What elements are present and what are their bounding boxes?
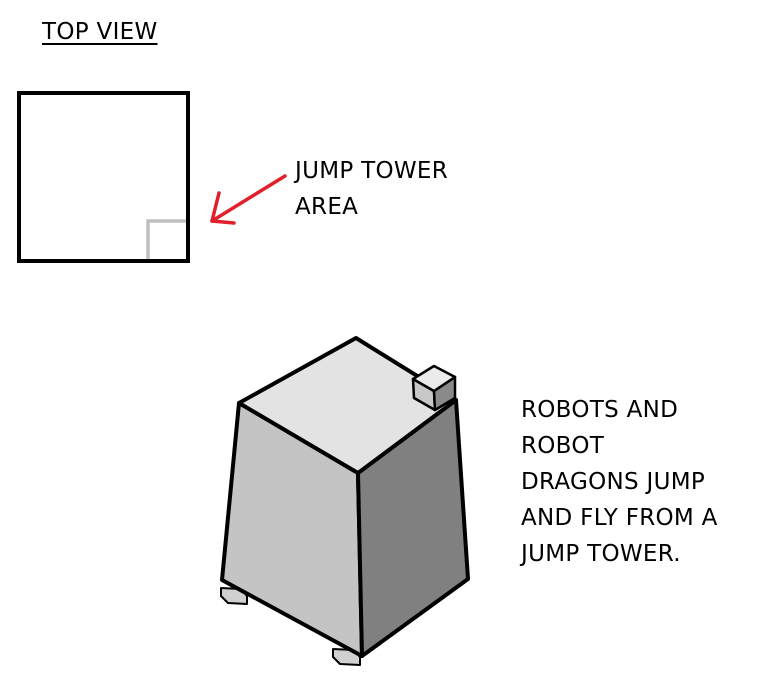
jump-tower-3d: [220, 336, 470, 666]
top-view-title: TOP VIEW: [42, 19, 158, 45]
tower-top-face: [237, 336, 458, 475]
note-line: ROBOTS AND: [521, 397, 679, 423]
note-line: DRAGONS JUMP: [521, 469, 706, 495]
cube-top-face: [411, 364, 457, 393]
note-line: AND FLY FROM A: [521, 505, 718, 531]
label-line: AREA: [295, 194, 359, 220]
note-line: ROBOT: [521, 433, 605, 459]
jump-tower-area-label: JUMP TOWER AREA: [295, 153, 448, 225]
label-line: JUMP TOWER: [295, 158, 449, 184]
jump-tower-area-marker: [146, 219, 186, 259]
arrow-icon: [210, 174, 287, 225]
note-line: JUMP TOWER.: [521, 541, 681, 567]
robots-note: ROBOTS AND ROBOT DRAGONS JUMP AND FLY FR…: [521, 392, 718, 572]
top-view-square: [17, 91, 190, 263]
